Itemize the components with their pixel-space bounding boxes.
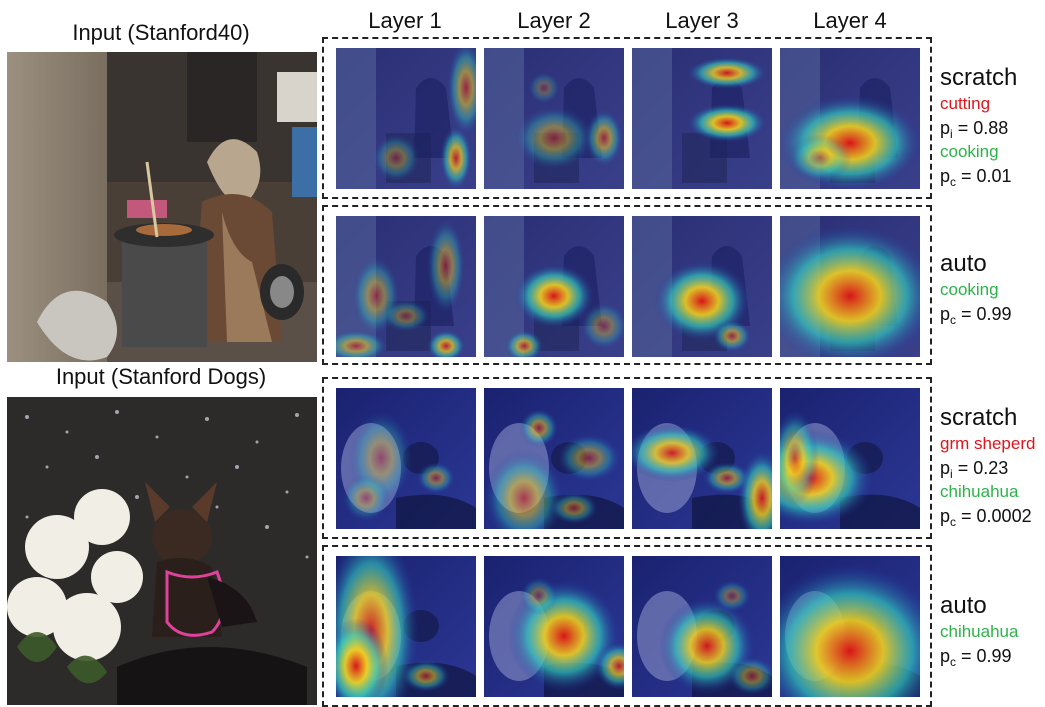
- heatmap-row1-layer2: [484, 48, 624, 189]
- panel-dogs-scratch: [322, 377, 932, 539]
- predicted-class-label: chihuahua: [940, 482, 1019, 501]
- probability-symbol: p: [940, 304, 951, 324]
- probability-symbol: p: [940, 458, 951, 478]
- probability-subscript: i: [950, 127, 953, 141]
- probability-label: pc = 0.99: [940, 304, 1012, 328]
- heatmap-row1-layer4: [780, 48, 920, 189]
- label-block-row2: auto cooking pc = 0.99: [940, 250, 1012, 328]
- predicted-class-label: chihuahua: [940, 622, 1019, 641]
- probability-value: = 0.23: [952, 458, 1009, 478]
- probability-value: = 0.01: [956, 166, 1012, 186]
- probability-label: pc = 0.01: [940, 166, 1017, 190]
- predicted-class-label: cutting: [940, 94, 991, 113]
- input-title-stanford40: Input (Stanford40): [72, 20, 250, 45]
- layer-header-3: Layer 3: [665, 8, 739, 33]
- probability-symbol: p: [940, 506, 951, 526]
- probability-value: = 0.88: [952, 118, 1009, 138]
- probability-label: pi = 0.88: [940, 118, 1017, 142]
- input-image-cooking: [7, 52, 317, 362]
- model-name: scratch: [940, 404, 1018, 431]
- layer-header-1: Layer 1: [368, 8, 442, 33]
- probability-symbol: p: [940, 166, 951, 186]
- heatmap-row4-layer4: [780, 556, 920, 697]
- heatmap-row3-layer3: [632, 388, 772, 529]
- layer-header-2: Layer 2: [517, 8, 591, 33]
- heatmap-row3-layer1: [336, 388, 476, 529]
- heatmap-row2-layer4: [780, 216, 920, 357]
- heatmap-row3-layer2: [484, 388, 624, 529]
- probability-subscript: c: [950, 515, 957, 529]
- heatmap-row3-layer4: [780, 388, 920, 529]
- probability-subscript: i: [950, 467, 953, 481]
- probability-subscript: c: [950, 655, 957, 669]
- input-image-dog: [7, 397, 317, 705]
- panel-stanford40-auto: [322, 205, 932, 365]
- input-title-stanford-dogs: Input (Stanford Dogs): [55, 364, 267, 389]
- heatmap-row1-layer1: [336, 48, 476, 189]
- probability-subscript: c: [950, 313, 957, 327]
- probability-label: pc = 0.0002: [940, 506, 1035, 530]
- heatmap-row2-layer2: [484, 216, 624, 357]
- probability-label: pi = 0.23: [940, 458, 1035, 482]
- heatmap-row2-layer1: [336, 216, 476, 357]
- heatmap-row1-layer3: [632, 48, 772, 189]
- predicted-class-label: grm sheperd: [940, 434, 1036, 453]
- model-name: scratch: [940, 64, 1018, 91]
- probability-value: = 0.99: [956, 646, 1012, 666]
- model-name: auto: [940, 592, 987, 619]
- panel-stanford40-scratch: [322, 37, 932, 199]
- probability-symbol: p: [940, 118, 951, 138]
- probability-value: = 0.0002: [956, 506, 1032, 526]
- heatmap-row4-layer1: [336, 556, 476, 697]
- probability-symbol: p: [940, 646, 951, 666]
- probability-subscript: c: [950, 175, 957, 189]
- heatmap-row2-layer3: [632, 216, 772, 357]
- model-name: auto: [940, 250, 987, 277]
- panel-dogs-auto: [322, 545, 932, 707]
- probability-label: pc = 0.99: [940, 646, 1018, 670]
- predicted-class-label: cooking: [940, 142, 999, 161]
- heatmap-row4-layer2: [484, 556, 624, 697]
- label-block-row4: auto chihuahua pc = 0.99: [940, 592, 1018, 670]
- heatmap-row4-layer3: [632, 556, 772, 697]
- predicted-class-label: cooking: [940, 280, 999, 299]
- probability-value: = 0.99: [956, 304, 1012, 324]
- layer-header-4: Layer 4: [813, 8, 887, 33]
